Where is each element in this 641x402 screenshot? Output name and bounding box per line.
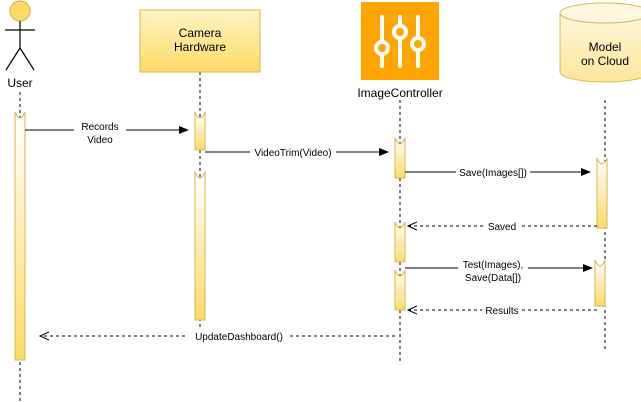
model-label-line2: on Cloud bbox=[581, 54, 629, 68]
activation-model-2 bbox=[594, 259, 606, 307]
activation-controller-1 bbox=[394, 137, 406, 179]
activation-controller-2 bbox=[394, 221, 406, 263]
msg-save-label: Save(Images[]) bbox=[459, 168, 527, 179]
activation-camera-2 bbox=[194, 171, 206, 321]
msg-videotrim-label: VideoTrim(Video) bbox=[254, 148, 331, 159]
msg-results-label: Results bbox=[485, 306, 518, 317]
camera-label-line2: Hardware bbox=[174, 40, 226, 54]
activation-user bbox=[14, 111, 26, 361]
user-actor-icon bbox=[5, 0, 35, 71]
activation-camera-1 bbox=[194, 111, 206, 151]
msg-saved-label: Saved bbox=[488, 222, 516, 233]
controller-label: ImageController bbox=[357, 86, 442, 100]
msg-test-label-line2: Save(Data[]) bbox=[465, 273, 521, 284]
sliders-icon bbox=[361, 2, 439, 80]
msg-test-label-line1: Test(Images), bbox=[463, 260, 524, 271]
msg-records-label-line1: Records bbox=[81, 122, 118, 133]
msg-records-label-line2: Video bbox=[87, 135, 113, 146]
activation-bars bbox=[14, 111, 608, 361]
camera-hardware-box bbox=[139, 9, 261, 73]
msg-update-label: UpdateDashboard() bbox=[195, 332, 283, 343]
activation-model-1 bbox=[596, 157, 608, 229]
model-label-line1: Model bbox=[589, 40, 622, 54]
user-label: User bbox=[7, 76, 32, 90]
database-cylinder-icon bbox=[559, 2, 641, 83]
camera-label-line1: Camera bbox=[179, 26, 222, 40]
activation-controller-3 bbox=[394, 269, 406, 311]
